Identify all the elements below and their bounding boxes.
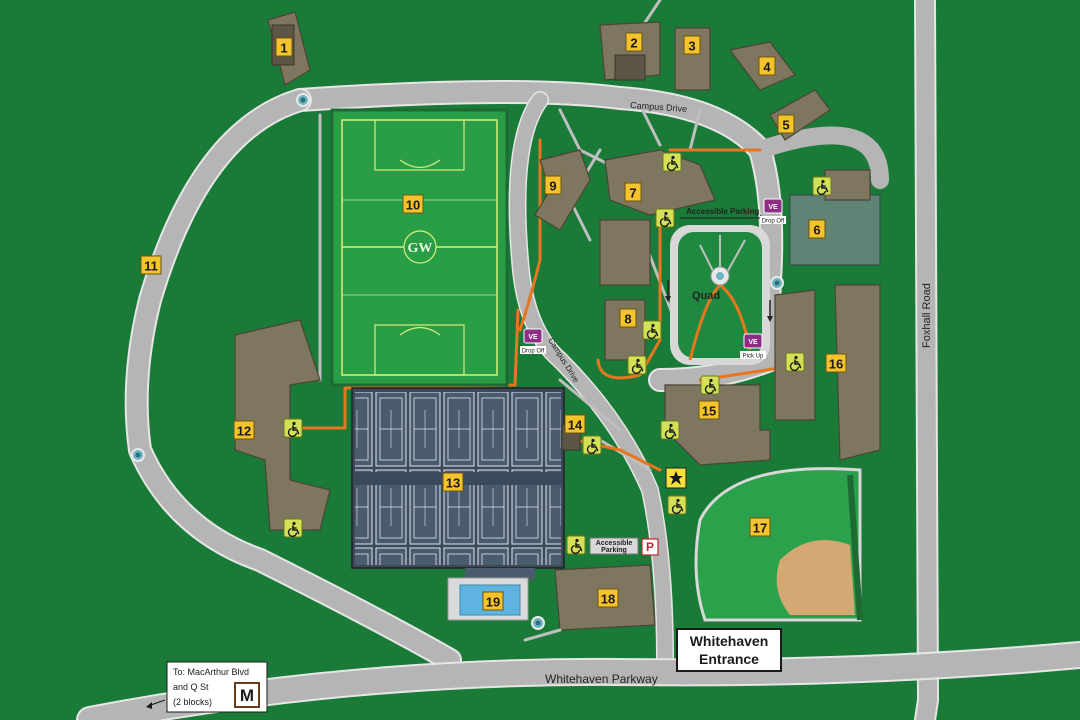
accessible-icon[interactable] xyxy=(700,375,720,395)
building-label-text: 8 xyxy=(624,312,631,327)
building-label-1[interactable]: 1 xyxy=(275,37,293,57)
building-label-text: 7 xyxy=(629,186,636,201)
building-label-text: 19 xyxy=(486,595,500,610)
whitehaven-entrance-sign[interactable]: Whitehaven Entrance xyxy=(676,628,782,672)
accessible-icon[interactable] xyxy=(627,355,647,375)
accessible-icon[interactable] xyxy=(812,176,832,196)
accessible-icon[interactable] xyxy=(655,208,675,228)
building-label-text: 18 xyxy=(601,592,615,607)
building-label-text: 14 xyxy=(568,418,583,433)
building-label-17[interactable]: 17 xyxy=(749,517,771,537)
accessible-icon[interactable] xyxy=(582,435,602,455)
building-label-2[interactable]: 2 xyxy=(625,32,643,52)
building-label-text: 17 xyxy=(753,521,767,536)
accessible-icon[interactable] xyxy=(642,320,662,340)
building-label-text: 1 xyxy=(280,41,287,56)
building-label-11[interactable]: 11 xyxy=(140,255,162,275)
svg-text:Accessible Parking: Accessible Parking xyxy=(686,207,759,216)
building-label-12[interactable]: 12 xyxy=(233,420,255,440)
bus-stop-icon[interactable] xyxy=(296,93,310,107)
foxhall-road-label: Foxhall Road xyxy=(921,283,933,348)
building-label-text: 2 xyxy=(630,36,637,51)
accessible-icon[interactable] xyxy=(662,152,682,172)
bus-stop-icon[interactable] xyxy=(770,276,784,290)
entrance-line-1: Whitehaven xyxy=(690,633,769,649)
metro-line-1: To: MacArthur Blvd xyxy=(173,667,249,677)
metro-line-3: (2 blocks) xyxy=(173,697,212,707)
building-label-text: 6 xyxy=(813,223,820,238)
building-label-text: 15 xyxy=(702,404,716,419)
building-label-13[interactable]: 13 xyxy=(442,472,464,492)
building-label-8[interactable]: 8 xyxy=(619,308,637,328)
accessible-icon[interactable] xyxy=(283,418,303,438)
building-label-5[interactable]: 5 xyxy=(777,114,795,134)
bus-stop-icon[interactable] xyxy=(531,616,545,630)
metro-icon xyxy=(234,682,260,708)
bus-stop-icon[interactable] xyxy=(131,448,145,462)
building-10-soccer-field[interactable]: GW xyxy=(330,108,509,387)
shuttle-stop-drop-off-1[interactable]: VE Drop Off xyxy=(760,198,786,225)
building-label-6[interactable]: 6 xyxy=(808,219,826,239)
svg-text:Pick Up: Pick Up xyxy=(743,354,764,360)
campus-drive-label: Campus Drive xyxy=(630,100,688,114)
building-label-10[interactable]: 10 xyxy=(402,194,424,214)
accessible-icon[interactable] xyxy=(660,420,680,440)
building-label-text: 13 xyxy=(446,476,460,491)
building-label-text: 4 xyxy=(763,60,771,75)
building-label-text: 12 xyxy=(237,424,251,439)
svg-text:VE: VE xyxy=(748,339,758,346)
field-logo: GW xyxy=(408,241,433,256)
building-label-9[interactable]: 9 xyxy=(544,175,562,195)
building-label-text: 3 xyxy=(688,39,695,54)
building-label-16[interactable]: 16 xyxy=(825,353,847,373)
building-label-text: 10 xyxy=(406,198,420,213)
svg-text:Drop Off: Drop Off xyxy=(522,349,545,355)
svg-text:P: P xyxy=(646,540,654,554)
building-label-4[interactable]: 4 xyxy=(758,56,776,76)
building-17-baseball-field[interactable] xyxy=(694,467,863,622)
building-label-text: 11 xyxy=(144,259,158,274)
svg-text:Drop Off: Drop Off xyxy=(762,219,785,225)
entrance-line-2: Entrance xyxy=(699,651,759,667)
building-label-3[interactable]: 3 xyxy=(683,35,701,55)
metro-sign[interactable]: To: MacArthur Blvd and Q St (2 blocks) M xyxy=(146,661,268,713)
building-13-tennis-courts[interactable] xyxy=(351,387,565,580)
svg-text:M: M xyxy=(240,686,254,705)
building-label-text: 5 xyxy=(782,118,789,133)
svg-text:VE: VE xyxy=(528,334,538,341)
quad-label: Quad xyxy=(692,290,720,302)
star-icon[interactable] xyxy=(665,467,687,489)
building-label-7[interactable]: 7 xyxy=(624,182,642,202)
building-19-pool[interactable] xyxy=(447,577,529,621)
building-label-14[interactable]: 14 xyxy=(564,414,586,434)
whitehaven-parkway-label: Whitehaven Parkway xyxy=(545,672,658,686)
shuttle-stop-drop-off-2[interactable]: VE Drop Off xyxy=(520,328,546,355)
building-label-19[interactable]: 19 xyxy=(482,591,504,611)
svg-text:VE: VE xyxy=(768,204,778,211)
building-label-15[interactable]: 15 xyxy=(698,400,720,420)
accessible-icon[interactable] xyxy=(667,495,687,515)
gw-logo-icon xyxy=(403,230,437,264)
building-label-text: 16 xyxy=(829,357,843,372)
accessible-icon[interactable] xyxy=(566,535,586,555)
parking-icon[interactable]: P xyxy=(641,538,659,556)
building-label-18[interactable]: 18 xyxy=(597,588,619,608)
metro-line-2: and Q St xyxy=(173,682,209,692)
shuttle-stop-pick-up[interactable]: VE Pick Up xyxy=(740,333,766,360)
accessible-icon[interactable] xyxy=(283,518,303,538)
building-label-text: 9 xyxy=(549,179,556,194)
quad: Quad xyxy=(665,225,773,365)
accessible-icon[interactable] xyxy=(785,352,805,372)
